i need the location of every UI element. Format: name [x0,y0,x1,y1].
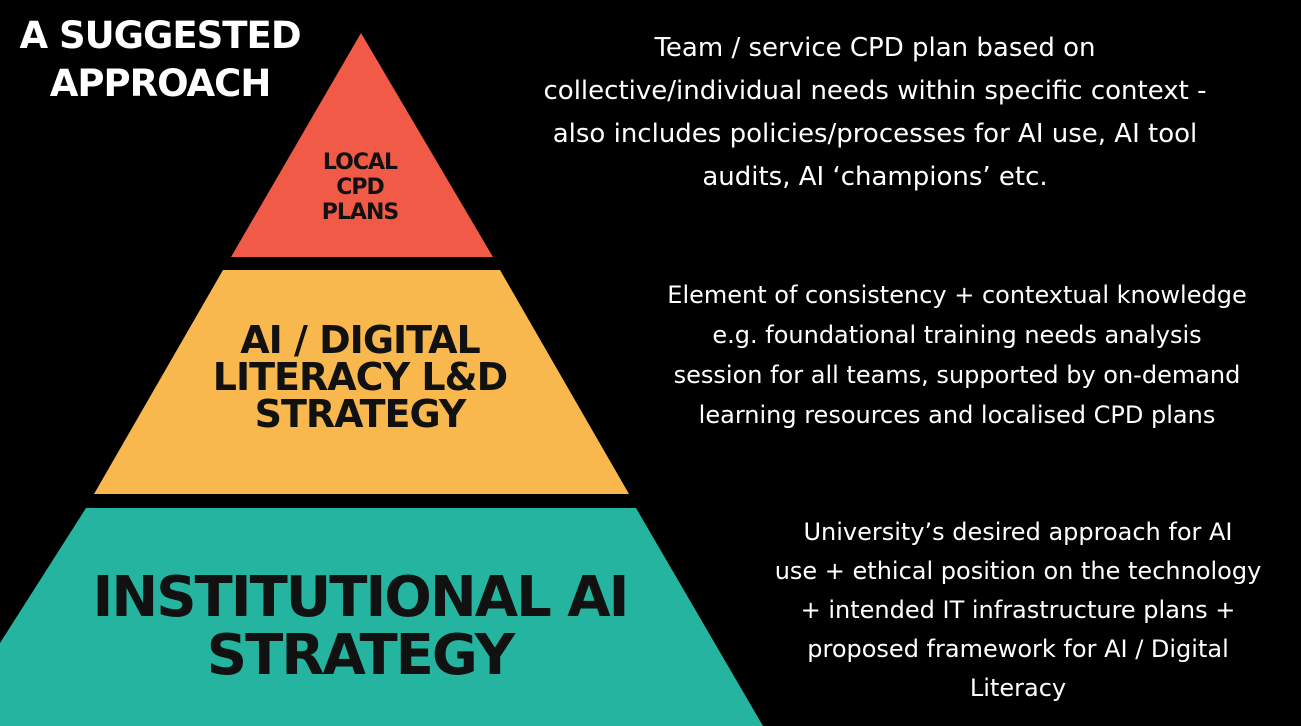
tier-top-description: Team / service CPD plan based on collect… [543,33,1207,192]
tier-middle-description: Element of consistency + contextual know… [667,281,1247,429]
tier-base-label: INSTITUTIONAL AI STRATEGY [92,565,630,688]
tier-top-label: LOCAL CPD PLANS [321,150,399,225]
tier-middle-label: AI / DIGITAL LITERACY L&D STRATEGY [212,318,508,436]
pyramid-tier-top-shape [231,33,493,257]
pyramid-tier-middle-shape [94,270,629,494]
tier-base-description: University’s desired approach for AI use… [774,518,1262,702]
diagram-title: A SUGGESTED APPROACH [19,14,301,105]
pyramid-tier-base-shape [0,508,763,726]
